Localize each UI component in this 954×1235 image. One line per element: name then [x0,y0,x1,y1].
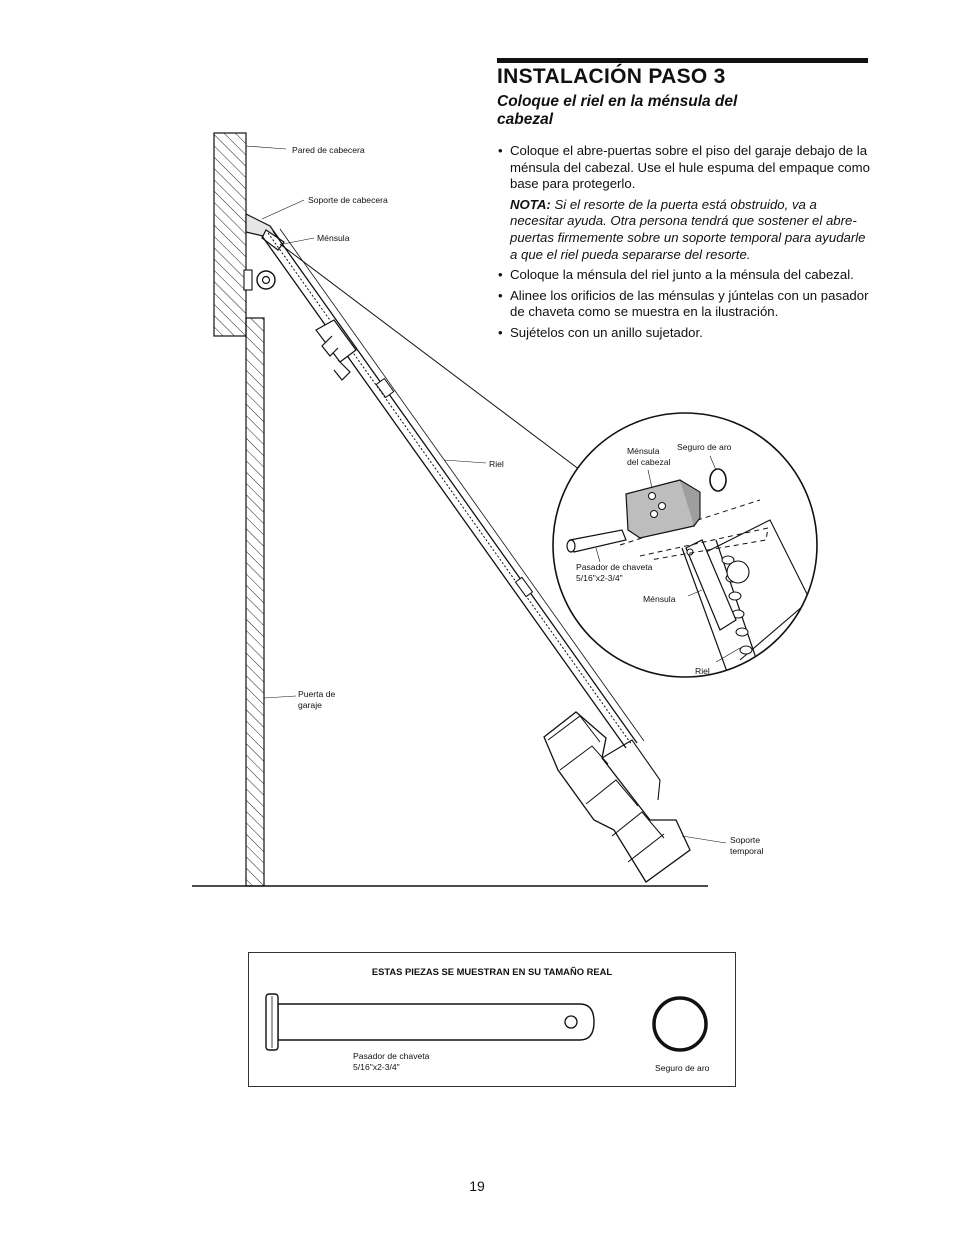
page-subtitle: Coloque el riel en la ménsula del cabeza… [497,93,738,128]
parts-label-clevis-pin: Pasador de chaveta 5/16"x2-3/4" [353,1051,430,1072]
detail-label-rail: Riel [695,666,710,676]
parts-label-ring-fastener: Seguro de aro [655,1063,710,1073]
detail-label-clevis-pin: Pasador de chaveta 5/16"x2-3/4" [576,562,653,583]
note-text: Si el resorte de la puerta está obstruid… [510,196,866,262]
detail-label-ring-fastener: Seguro de aro [677,442,732,452]
detail-label-header-bracket: Ménsula del cabezal [627,446,671,467]
ring-fastener-actual-size [652,996,708,1052]
instruction-step-3: Alinee los orificios de las ménsulas y j… [495,288,870,321]
detail-circle [552,412,818,678]
label-header-support: Soporte de cabecera [308,195,388,205]
parts-box-title: ESTAS PIEZAS SE MUESTRAN EN SU TAMAÑO RE… [371,966,613,977]
page-number: 19 [469,1178,485,1194]
instruction-list: Coloque el abre-puertas sobre el piso de… [495,143,870,346]
spring-roller-center [261,275,271,285]
title-rule [497,58,868,63]
label-bracket: Ménsula [317,233,350,243]
note-label: NOTA: [510,196,551,212]
detail-label-bracket: Ménsula [643,594,676,604]
rail-clip-2 [514,576,534,598]
instruction-note: NOTA: Si el resorte de la puerta está ob… [495,197,870,263]
spring-mount [243,269,253,291]
clevis-pin-actual-size [265,993,595,1051]
rail-clip-1 [375,377,395,399]
instruction-step-4: Sujételos con un anillo sujetador. [495,325,870,342]
page-title: INSTALACIÓN PASO 3 [497,65,726,88]
label-rail: Riel [489,459,504,469]
header-wall [213,132,247,337]
rail [261,228,645,749]
leader-lines [245,145,727,844]
instruction-step-1: Coloque el abre-puertas sobre el piso de… [495,143,870,193]
label-garage-door: Puerta de garaje [298,689,336,710]
trolley [315,319,357,381]
label-header-wall: Pared de cabecera [292,145,365,155]
instruction-step-2: Coloque la ménsula del riel junto a la m… [495,267,870,284]
garage-door [245,317,265,887]
parts-actual-size-box: ESTAS PIEZAS SE MUESTRAN EN SU TAMAÑO RE… [248,952,736,1087]
detail-view [566,455,811,677]
opener-unit [543,711,691,883]
label-temporary-support: Soporte temporal [730,835,764,856]
